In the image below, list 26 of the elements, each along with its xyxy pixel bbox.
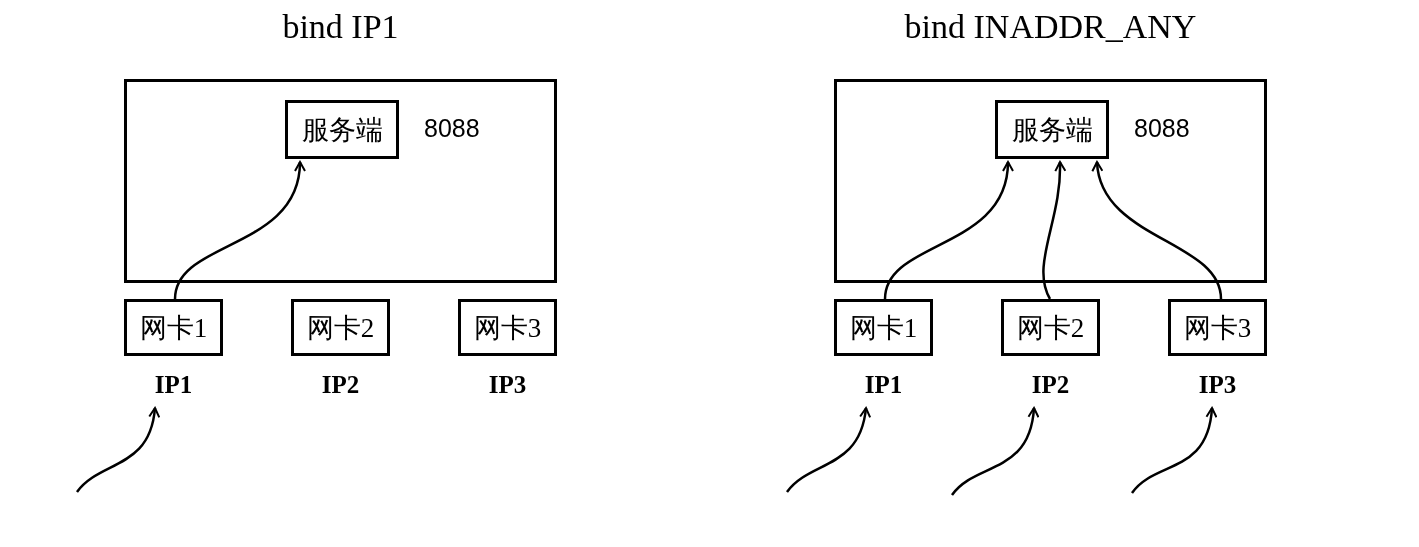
arrow (76, 407, 160, 493)
ip-label: IP2 (1030, 371, 1071, 399)
server-box: 服务端 (995, 100, 1109, 159)
port-label: 8088 (1134, 114, 1190, 143)
arrow (883, 161, 1013, 300)
ip-label: IP2 (320, 371, 361, 399)
nic-box: 网卡1 (124, 299, 223, 356)
port-label: 8088 (424, 114, 480, 143)
nic-box: 网卡1 (834, 299, 933, 356)
arrow (1092, 161, 1223, 300)
title: bind IP1 (281, 8, 400, 46)
arrow (786, 407, 871, 493)
arrow (951, 407, 1039, 496)
ip-label: IP3 (487, 371, 528, 399)
arrow (1131, 407, 1217, 494)
nic-box: 网卡2 (291, 299, 390, 356)
ip-label: IP1 (153, 371, 194, 399)
arrow (1042, 161, 1066, 300)
nic-box: 网卡3 (458, 299, 557, 356)
ip-label: IP1 (863, 371, 904, 399)
arrow (173, 161, 305, 300)
ip-label: IP3 (1197, 371, 1238, 399)
server-box: 服务端 (285, 100, 399, 159)
nic-box: 网卡3 (1168, 299, 1267, 356)
title: bind INADDR_ANY (903, 8, 1198, 46)
nic-box: 网卡2 (1001, 299, 1100, 356)
